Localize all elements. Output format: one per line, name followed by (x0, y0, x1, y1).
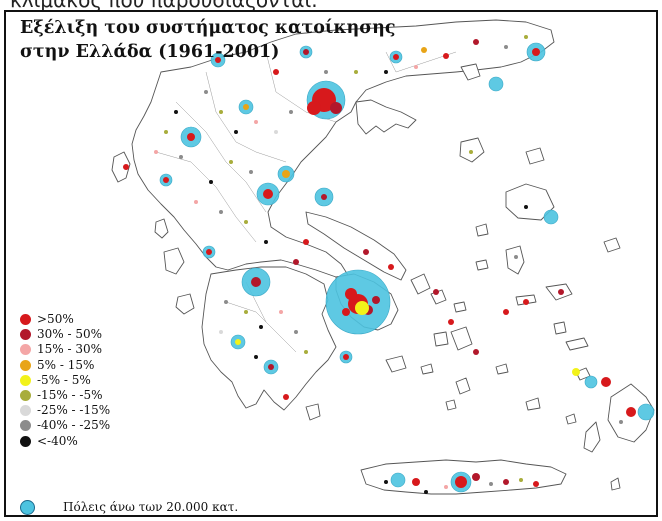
legend-swatch (20, 420, 31, 432)
legend-item: -40% - -25% (20, 418, 110, 433)
map-title: Εξέλιξη του συστήματος κατοίκησης στην Ε… (20, 16, 395, 64)
legend-label: 15% - 30% (37, 342, 103, 357)
legend-item: 5% - 15% (20, 358, 110, 373)
settlement-dots (123, 39, 636, 488)
paros (433, 331, 449, 347)
legend-cities-label: Πόλεις άνω των 20.000 κατ. (63, 500, 239, 514)
legend-item: <-40% (20, 434, 110, 449)
legend-label: -15% - -5% (37, 387, 103, 402)
legend-label: <-40% (37, 433, 78, 448)
corfu (111, 151, 131, 183)
legend-item: 30% - 50% (20, 327, 110, 342)
legend-item: -25% - -15% (20, 403, 110, 418)
greece-map (111, 19, 655, 495)
thasos (460, 63, 481, 81)
legend: >50% 30% - 50% 15% - 30% 5% - 15% -5% - … (20, 312, 110, 449)
naxos (450, 326, 473, 351)
euboea (305, 211, 407, 281)
legend-swatch (20, 405, 31, 417)
kythira (305, 403, 321, 421)
chios (505, 245, 525, 275)
kalymnos (553, 321, 567, 335)
legend-item: 15% - 30% (20, 342, 110, 357)
milos (385, 355, 407, 373)
map-title-line2: στην Ελλάδα (1961-2001) (20, 42, 280, 62)
kos (565, 337, 589, 351)
mykonos (453, 301, 467, 313)
andros (410, 273, 431, 295)
santorini (455, 377, 471, 395)
legend-item: -15% - -5% (20, 388, 110, 403)
lefkada (154, 218, 169, 239)
map-title-line1: Εξέλιξη του συστήματος κατοίκησης (20, 18, 396, 38)
legend-swatch (20, 359, 31, 371)
legend-swatch (20, 374, 31, 386)
legend-cities: Πόλεις άνω των 20.000 κατ. (20, 500, 238, 515)
legend-swatch (20, 435, 31, 447)
minor-settlement-dots (154, 35, 623, 494)
legend-item: >50% (20, 312, 110, 327)
legend-label: >50% (37, 312, 74, 326)
legend-label: -25% - -15% (37, 403, 111, 418)
kefalonia (163, 247, 185, 275)
legend-swatch (20, 344, 31, 356)
legend-label: 5% - 15% (37, 357, 95, 372)
peloponnese (201, 266, 337, 411)
zakynthos (175, 293, 195, 315)
legend-swatch (20, 314, 31, 325)
map-frame: Εξέλιξη του συστήματος κατοίκησης στην Ε… (4, 10, 658, 517)
karpathos (583, 421, 601, 453)
lemnos (459, 137, 485, 163)
caption-fragment: κλιμακος που παρουσιαζονται. (10, 0, 318, 12)
legend-swatch (20, 389, 31, 401)
legend-label: -5% - 5% (37, 372, 91, 387)
legend-item: -5% - 5% (20, 373, 110, 388)
chalkidiki (355, 99, 417, 135)
legend-swatch (20, 329, 31, 341)
city-circle-icon (20, 500, 35, 515)
legend-label: -40% - -25% (37, 418, 111, 433)
mainland-north (131, 19, 555, 281)
legend-label: 30% - 50% (37, 327, 103, 342)
